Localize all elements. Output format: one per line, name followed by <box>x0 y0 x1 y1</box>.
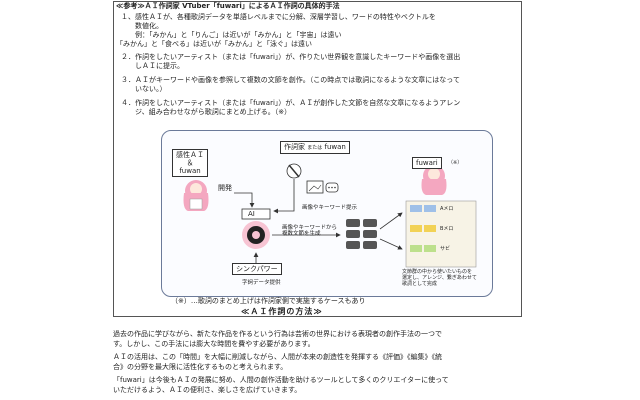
lyricist-pen-icon <box>286 163 302 179</box>
paragraph-line-3: ＡＩの活用は、この「時間」を大幅に削減しながら、人間が本来の創造性を発揮する《評… <box>113 353 442 361</box>
paragraph-line-5: 「fuwari」は今後もＡＩの発展に努め、人間の創作活動を助けるツールとして多く… <box>113 376 449 384</box>
generate-label: 画像やキーワードから 複数文節を生成 <box>282 225 338 237</box>
lyric-data-label: 字詞データ提供 <box>242 280 281 286</box>
lyricist-or: または <box>307 145 323 151</box>
step-3-line-2: いない。） <box>135 85 167 93</box>
step-2-line-2: しＡＩに提示。 <box>135 62 184 70</box>
step-4-number: ４． <box>121 99 135 107</box>
footnote: （※）…歌詞のまとめ上げは作詞家側で実施するケースもあり <box>171 297 366 305</box>
fragment-bubbles-icon <box>346 219 377 249</box>
example-line-2: 「みかん」と「食べる」は近いが「みかん」と「泳ぐ」は遠い <box>116 40 312 48</box>
paragraph-line-6: いただけるよう、ＡＩの便利さ、楽しさを広げていきます。 <box>113 386 302 394</box>
reference-heading: ≪参考≫ＡＩ作詞家 VTuber「fuwari」によるＡＩ作詞の具体的手法 <box>116 2 340 10</box>
keyword-label: 画像やキーワード提示 <box>302 205 358 211</box>
diagram-graphics <box>183 163 477 269</box>
dev-label: 開発 <box>218 184 232 192</box>
paragraph-line-1: 過去の作品に学びながら、新たな作品を作るという行為は芸術の世界における表現者の創… <box>113 330 442 338</box>
choice-label-a: Aメロ <box>440 206 454 212</box>
ai-box-label: AI <box>248 210 255 218</box>
step-3-line-1: ＡＩがキーワードや画像を参照して複数の文節を創作。（この時点では歌詞になるような… <box>135 76 460 84</box>
step-2-number: ２． <box>121 53 135 61</box>
lyricist-name: fuwan <box>324 143 346 151</box>
paragraph-line-4: 合》の分野を最大限に活性化するものと考えられます。 <box>113 363 288 371</box>
ai-lyric-diagram: 感性ＡＩ ＆ fuwan 開発 AI 作詞家 または fuwan 画像やキーワー… <box>161 130 493 297</box>
step-3-number: ３． <box>121 76 135 84</box>
step-1-line-2: 数値化。 <box>135 22 163 30</box>
example-line-1: 例：「みかん」と「りんご」は近いが「みかん」と「宇宙」は遠い <box>135 31 342 39</box>
fuwari-label: fuwari <box>412 157 442 169</box>
selected-fragments-icon <box>410 205 436 252</box>
ai-brain-icon <box>242 221 270 249</box>
image-keyword-icon <box>306 180 339 194</box>
paragraph-line-2: す。しかし、この手法には膨大な時間を費やす必要があります。 <box>113 340 315 348</box>
reference-box <box>113 1 522 317</box>
step-1-number: １、 <box>121 13 135 21</box>
lyricist-title: 作詞家 <box>284 143 305 151</box>
sinkpower-label: シンクパワー <box>232 263 282 275</box>
choice-label-b: Bメロ <box>440 226 454 232</box>
step-4-line-2: ジ、組み合わせながら歌詞にまとめ上げる。（※） <box>135 108 292 116</box>
kansei-ai-character-icon <box>183 180 209 211</box>
step-4-line-1: 作詞をしたいアーティスト（または「fuwari」）が、ＡＩが創作した文節を自然な… <box>135 99 461 107</box>
method-title: ≪ＡＩ作詞の方法≫ <box>241 307 323 316</box>
step-2-line-1: 作詞をしたいアーティスト（または「fuwari」）が、作りたい世界観を意識したキ… <box>135 53 461 61</box>
lyricist-label: 作詞家 または fuwan <box>280 141 350 154</box>
fuwari-character-icon <box>421 165 447 195</box>
document-sheet: ≪参考≫ＡＩ作詞家 VTuber「fuwari」によるＡＩ作詞の具体的手法 １、… <box>113 0 523 400</box>
step-1-line-1: 感性ＡＩが、各種歌詞データを単語レベルまでに分解、深層学習し、ワードの特性やベク… <box>135 13 436 21</box>
kansei-ai-label: 感性ＡＩ ＆ fuwan <box>172 149 208 177</box>
right-caption: 文節群の中から使いたいものを 選定し、アレンジ、繋ぎあわせて 歌詞として完成 <box>402 269 477 287</box>
choice-label-sabi: サビ <box>440 246 451 252</box>
fuwari-note: （※） <box>448 160 463 166</box>
